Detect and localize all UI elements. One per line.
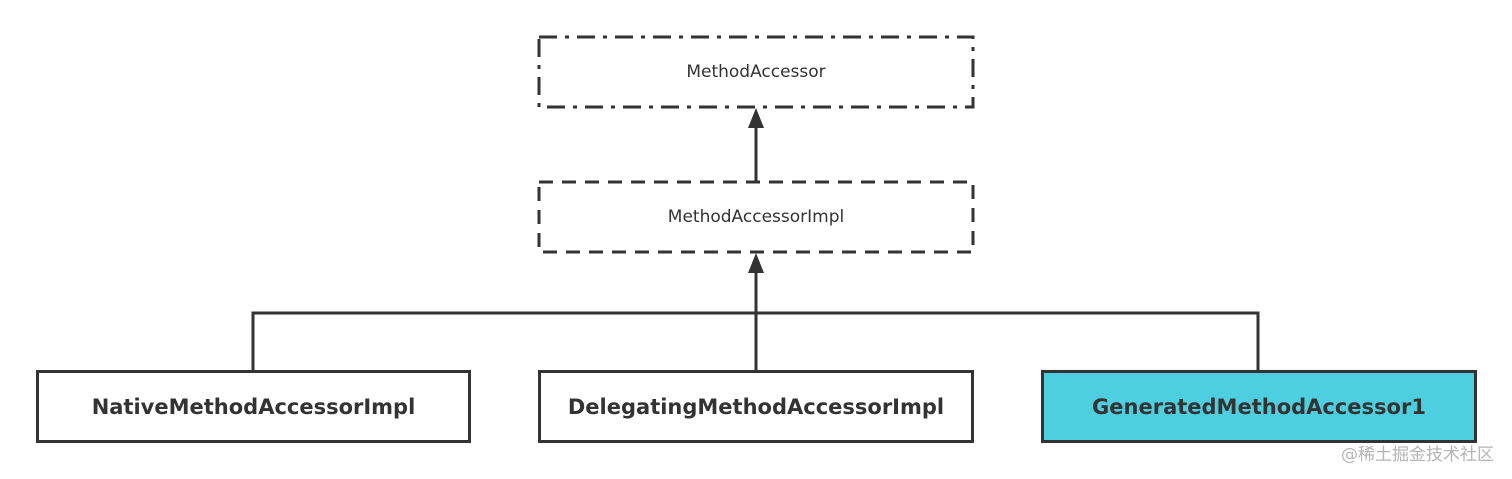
method-accessor-label: MethodAccessor	[686, 62, 826, 82]
method-accessor-impl-node: MethodAccessorImpl	[539, 182, 973, 252]
method-accessor-node: MethodAccessor	[539, 37, 973, 107]
generated-method-accessor1-label: GeneratedMethodAccessor1	[1092, 394, 1426, 419]
generated-method-accessor1-node: GeneratedMethodAccessor1	[1041, 370, 1477, 443]
native-method-accessor-impl-label: NativeMethodAccessorImpl	[91, 394, 416, 419]
delegating-method-accessor-impl-label: DelegatingMethodAccessorImpl	[567, 394, 945, 419]
inheritance-arrowhead-icon	[748, 108, 764, 128]
method-accessor-border	[537, 35, 975, 109]
method-accessor-impl-label: MethodAccessorImpl	[667, 207, 845, 227]
inheritance-arrowhead-icon	[748, 253, 764, 273]
native-method-accessor-impl-node: NativeMethodAccessorImpl	[36, 370, 471, 443]
delegating-method-accessor-impl-node: DelegatingMethodAccessorImpl	[538, 370, 974, 443]
watermark: @稀土掘金技术社区	[1341, 445, 1494, 465]
